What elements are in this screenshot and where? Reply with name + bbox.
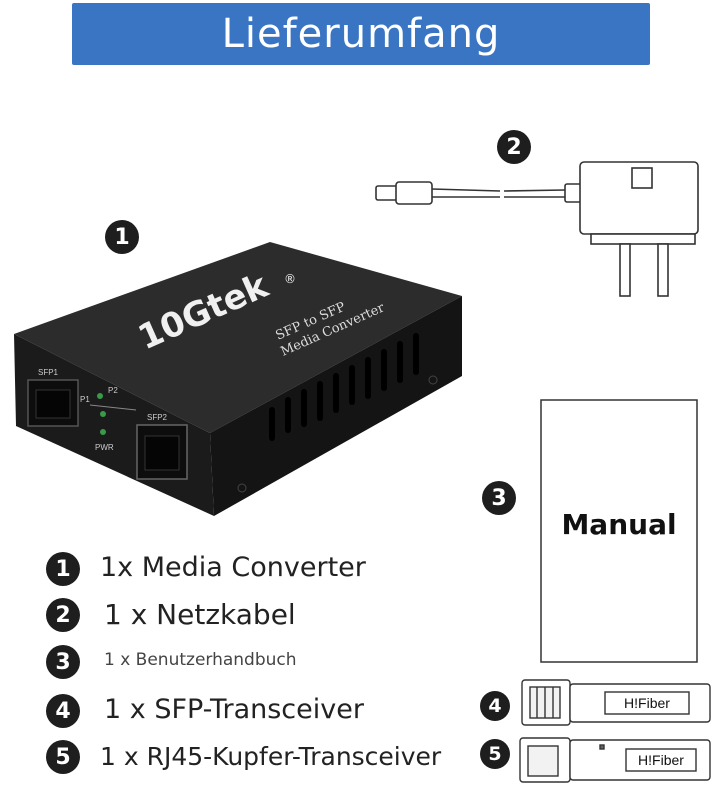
item-1-number: 1	[46, 552, 80, 586]
device-port2-label: SFP2	[147, 413, 168, 422]
banner: Lieferumfang	[72, 3, 650, 65]
rj45-transceiver-brand: H!Fiber	[638, 752, 684, 768]
device-port1-label: SFP1	[38, 368, 59, 377]
banner-title: Lieferumfang	[221, 11, 501, 57]
rj45-transceiver-illustration: H!Fiber	[519, 737, 711, 783]
callout-2-badge: 2	[497, 130, 531, 164]
item-5-number: 5	[46, 740, 80, 774]
device-reg: ®	[284, 272, 296, 286]
item-3-number: 3	[46, 645, 80, 679]
item-5-text: 1 x RJ45-Kupfer-Transceiver	[100, 742, 442, 771]
item-3-text: 1 x Benutzerhandbuch	[104, 650, 297, 670]
device-led-p1: P1	[80, 395, 90, 404]
callout-3-badge: 3	[482, 481, 516, 515]
item-4-number: 4	[46, 694, 80, 728]
device-led-pwr: PWR	[95, 443, 114, 452]
callout-5-badge: 5	[480, 739, 510, 769]
manual-label: Manual	[561, 508, 676, 541]
callout-4-badge: 4	[480, 691, 510, 721]
sfp-transceiver-brand: H!Fiber	[624, 695, 670, 711]
callout-1-badge: 1	[105, 220, 139, 254]
media-converter-illustration: 10Gtek ® SFP to SFP Media Converter SFP1…	[14, 242, 462, 516]
item-4-text: 1 x SFP-Transceiver	[104, 694, 364, 725]
device-led-p2: P2	[108, 386, 118, 395]
item-2-number: 2	[46, 598, 80, 632]
sfp-transceiver-illustration: H!Fiber	[521, 679, 711, 726]
power-adapter-illustration	[375, 161, 699, 297]
manual-illustration: Manual	[540, 399, 698, 663]
item-1-text: 1x Media Converter	[100, 552, 366, 583]
item-2-text: 1 x Netzkabel	[104, 598, 296, 631]
